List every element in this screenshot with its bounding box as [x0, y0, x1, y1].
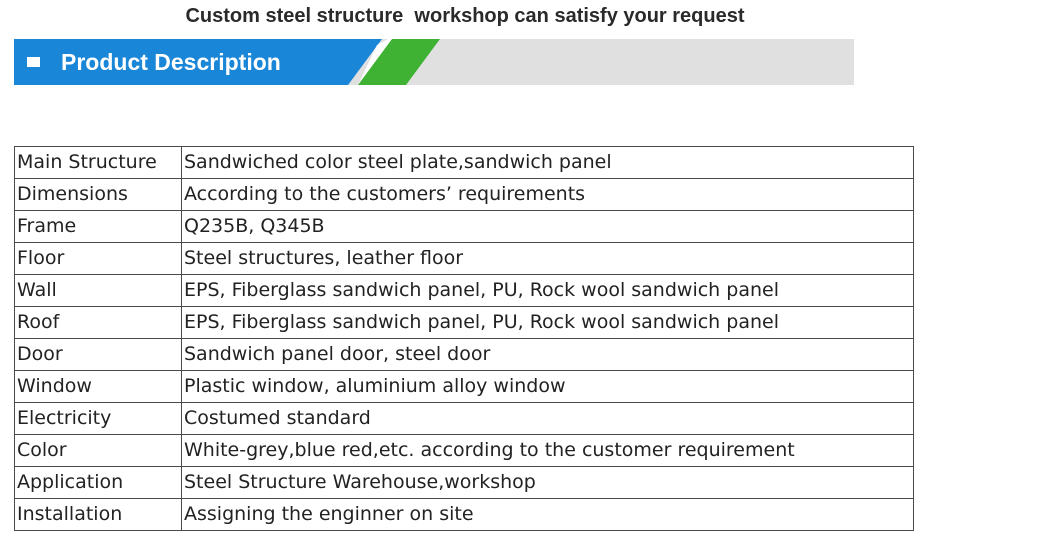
spec-value: Q235B, Q345B — [181, 210, 914, 243]
banner-graphic — [14, 39, 854, 85]
spec-label: Door — [14, 338, 182, 371]
banner-blue-block — [14, 39, 382, 85]
spec-value: EPS, Fiberglass sandwich panel, PU, Rock… — [181, 274, 914, 307]
page-headline: Custom steel structure workshop can sati… — [185, 5, 745, 27]
spec-label: Installation — [14, 498, 182, 531]
spec-value: EPS, Fiberglass sandwich panel, PU, Rock… — [181, 306, 914, 339]
spec-value: Plastic window, aluminium alloy window — [181, 370, 914, 403]
spec-label: Wall — [14, 274, 182, 307]
spec-value: Sandwich panel door, steel door — [181, 338, 914, 371]
spec-value: Sandwiched color steel plate,sandwich pa… — [181, 146, 914, 179]
spec-label: Frame — [14, 210, 182, 243]
spec-value: White-grey,blue red,etc. according to th… — [181, 434, 914, 467]
spec-label: Electricity — [14, 402, 182, 435]
spec-label: Color — [14, 434, 182, 467]
spec-label: Window — [14, 370, 182, 403]
square-bullet-icon — [27, 57, 40, 67]
spec-value: Costumed standard — [181, 402, 914, 435]
spec-label: Main Structure — [14, 146, 182, 179]
spec-label: Application — [14, 466, 182, 499]
banner-title: Product Description — [61, 49, 281, 75]
banner-green-block — [358, 39, 440, 85]
spec-value: Assigning the enginner on site — [181, 498, 914, 531]
spec-value: Steel structures, leather floor — [181, 242, 914, 275]
spec-label: Floor — [14, 242, 182, 275]
spec-label: Dimensions — [14, 178, 182, 211]
spec-label: Roof — [14, 306, 182, 339]
spec-value: According to the customers’ requirements — [181, 178, 914, 211]
product-description-banner: Product Description — [14, 39, 854, 85]
spec-value: Steel Structure Warehouse,workshop — [181, 466, 914, 499]
